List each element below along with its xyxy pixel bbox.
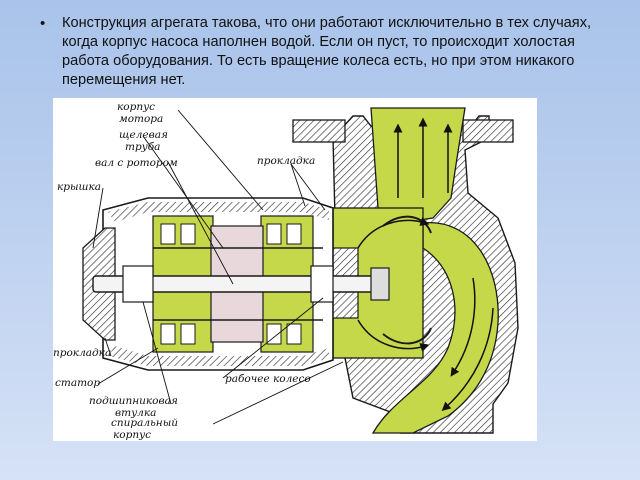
label-vtulka: втулка (115, 407, 156, 419)
motor-housing-wall-bottom (108, 346, 329, 366)
bearing-bushing-left (122, 265, 154, 303)
bullet-text: Конструкция агрегата такова, что они раб… (62, 15, 592, 88)
label-podshipnikovaya: подшипниковая (89, 395, 178, 407)
impeller-blade-bottom (382, 327, 432, 345)
pump-cross-section-figure: корпус мотора щелевая труба вал с роторо… (53, 98, 537, 441)
label-truba: труба (125, 141, 160, 153)
motor-housing-wall (108, 202, 329, 222)
label-motora: мотора (119, 113, 163, 125)
label-rabochee-koleso: рабочее колесо (225, 373, 311, 385)
rotor-segments (160, 223, 302, 345)
shaft-nut (370, 267, 390, 301)
outlet-flange-left (292, 119, 346, 143)
label-prokladka-left: прокладка (53, 347, 111, 359)
label-val-s-rotorom: вал с ротором (95, 157, 178, 169)
bullet-paragraph: • Конструкция агрегата такова, что они р… (40, 14, 600, 90)
label-shchelevaya: щелевая (119, 129, 168, 141)
label-kryshka: крышка (57, 181, 101, 193)
impeller-blade-top (382, 215, 432, 234)
label-stator: статор (55, 377, 100, 389)
spiral-channel (371, 222, 499, 434)
bullet-marker: • (40, 15, 46, 32)
leader-lines (92, 109, 344, 425)
flow-arrows (357, 117, 494, 411)
label-korpus: корпус (117, 101, 155, 113)
outlet-flange-right (462, 119, 514, 143)
label-prokladka-top: прокладка (257, 155, 315, 167)
bearing-bushing-right (310, 265, 334, 303)
label-spiralny: спиральный (111, 417, 178, 429)
pump-diagram-svg: корпус мотора щелевая труба вал с роторо… (53, 101, 519, 441)
label-korpus-bottom: корпус (113, 429, 151, 441)
